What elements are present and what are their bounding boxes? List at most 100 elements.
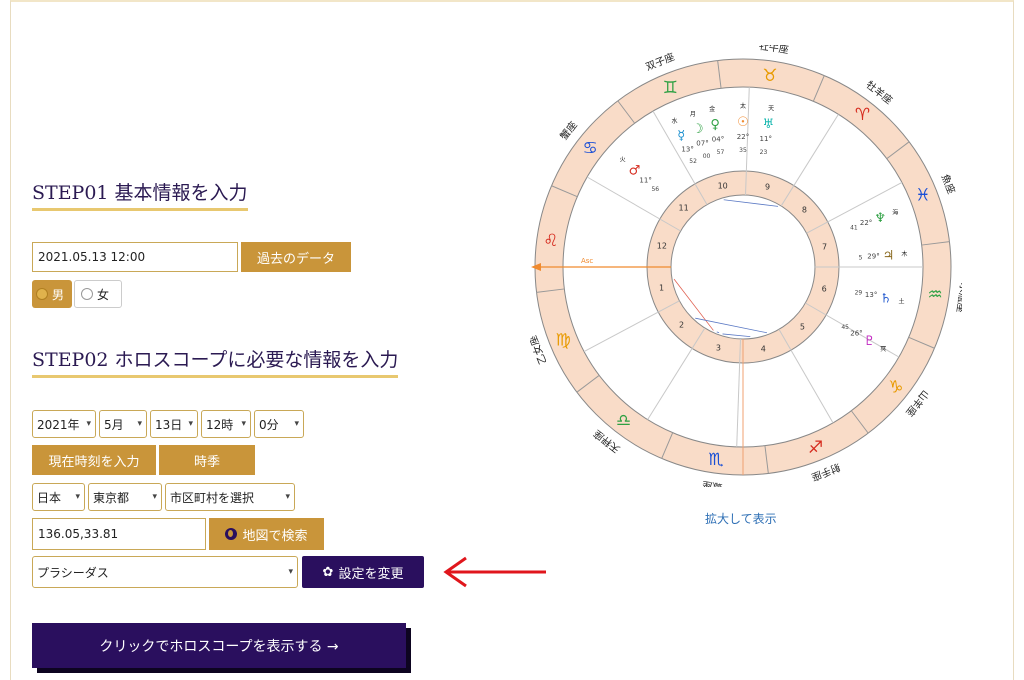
moon-icon: ☽ bbox=[692, 122, 704, 137]
settings-label: 設定を変更 bbox=[338, 566, 404, 582]
moon-minute: 00 bbox=[703, 153, 711, 160]
gender-female-radio[interactable]: 女 bbox=[74, 280, 122, 308]
show-horoscope-button[interactable]: クリックでホロスコープを表示する → bbox=[32, 623, 406, 668]
house-cusp bbox=[583, 300, 680, 352]
mercury-degree: 13° bbox=[681, 145, 693, 153]
mercury-minute: 52 bbox=[689, 158, 697, 165]
gender-male-radio[interactable]: 男 bbox=[32, 280, 72, 308]
house-number: 3 bbox=[716, 343, 721, 352]
hour-select[interactable]: 12時 ▾ bbox=[201, 410, 251, 438]
sign-name: 蠍座 bbox=[701, 479, 723, 487]
house-number: 2 bbox=[679, 320, 684, 329]
sign-divider bbox=[551, 185, 578, 198]
mercury-icon: ☿ bbox=[677, 129, 685, 144]
day-select[interactable]: 13日▾ bbox=[150, 410, 198, 438]
venus-icon: ♀ bbox=[710, 118, 720, 133]
year-select[interactable]: 2021年 ▾ bbox=[32, 410, 96, 438]
house-number: 4 bbox=[761, 345, 766, 354]
house-system-select[interactable]: プラシーダス▾ bbox=[32, 556, 298, 588]
house-cusp bbox=[736, 338, 741, 447]
uranus-minute: 23 bbox=[760, 149, 768, 156]
chevron-down-icon: ▾ bbox=[285, 492, 290, 502]
country-select[interactable]: 日本▾ bbox=[32, 483, 85, 511]
datetime-input[interactable] bbox=[32, 242, 238, 272]
mercury-kanji: 水 bbox=[672, 117, 678, 125]
sign-glyph-icon: ♒ bbox=[927, 285, 942, 305]
annotation-arrow-icon bbox=[443, 556, 546, 588]
past-data-button[interactable]: 過去のデータ bbox=[241, 242, 351, 272]
sign-glyph-icon: ♏ bbox=[708, 450, 723, 470]
current-time-button[interactable]: 現在時刻を入力 bbox=[32, 445, 156, 475]
house-system-value: プラシーダス bbox=[37, 565, 109, 580]
sun-kanji: 太 bbox=[740, 102, 746, 110]
jupiter-kanji: 木 bbox=[901, 250, 907, 258]
month-select[interactable]: 5月▾ bbox=[99, 410, 147, 438]
house-number: 8 bbox=[802, 206, 807, 215]
aspect-circle bbox=[670, 194, 816, 340]
chevron-down-icon: ▾ bbox=[86, 419, 91, 429]
venus-kanji: 金 bbox=[709, 105, 715, 113]
pluto-minute: 45 bbox=[841, 324, 849, 331]
house-number: 7 bbox=[822, 243, 827, 252]
house-cusp bbox=[806, 182, 903, 234]
uranus-icon: ♅ bbox=[763, 117, 775, 132]
sign-divider bbox=[764, 445, 769, 474]
house-number: 12 bbox=[657, 241, 667, 250]
venus-minute: 57 bbox=[717, 149, 725, 156]
mars-icon: ♂ bbox=[629, 163, 641, 178]
sign-name: 水瓶座 bbox=[954, 282, 962, 314]
sign-divider bbox=[921, 241, 950, 246]
radio-selected-icon bbox=[36, 288, 48, 300]
prefecture-value: 東京都 bbox=[93, 490, 130, 505]
aspect-line bbox=[722, 333, 751, 338]
saturn-icon: ♄ bbox=[880, 291, 892, 306]
sign-name: 双子座 bbox=[644, 50, 677, 73]
year-value: 2021年 bbox=[37, 417, 80, 432]
page-frame bbox=[10, 0, 1014, 680]
city-select[interactable]: 市区町村を選択▾ bbox=[165, 483, 295, 511]
house-number: 6 bbox=[822, 285, 827, 294]
enlarge-link[interactable]: 拡大して表示 bbox=[705, 512, 777, 526]
asc-label: Asc bbox=[581, 257, 593, 265]
map-search-label: 地図で検索 bbox=[242, 528, 308, 544]
house-cusp bbox=[647, 327, 706, 420]
moon-degree: 07° bbox=[696, 139, 708, 147]
aspect-line bbox=[723, 199, 779, 207]
minute-select[interactable]: 0分▾ bbox=[254, 410, 304, 438]
hour-value: 12時 bbox=[206, 417, 234, 432]
aspect-line bbox=[673, 278, 714, 331]
horoscope-chart[interactable]: ♉牡牛座♈牡羊座♓魚座♒水瓶座♑山羊座♐射手座♏蠍座♎天秤座♍乙女座♌獅子座♋蟹… bbox=[530, 45, 962, 487]
season-button[interactable]: 時季 bbox=[159, 445, 255, 475]
chevron-down-icon: ▾ bbox=[188, 419, 193, 429]
aspect-line bbox=[695, 317, 768, 334]
prefecture-select[interactable]: 東京都 ▾ bbox=[88, 483, 162, 511]
settings-button[interactable]: ✿ 設定を変更 bbox=[302, 556, 424, 588]
sign-divider bbox=[661, 432, 674, 459]
sign-name: 獅子座 bbox=[530, 220, 532, 252]
sign-divider bbox=[617, 100, 636, 124]
sign-name: 魚座 bbox=[939, 172, 959, 195]
moon-kanji: 月 bbox=[690, 111, 696, 118]
house-number: 1 bbox=[659, 283, 664, 292]
house-cusp bbox=[805, 302, 900, 358]
map-search-button[interactable]: 地図で検索 bbox=[209, 518, 324, 550]
mars-minute: 56 bbox=[651, 186, 659, 193]
sign-glyph-icon: ♍ bbox=[556, 331, 571, 351]
house-cusp bbox=[586, 176, 681, 232]
house-number: 5 bbox=[800, 322, 805, 331]
pluto-kanji: 冥 bbox=[880, 346, 886, 353]
neptune-icon: ♆ bbox=[874, 211, 886, 226]
aspect-line bbox=[716, 331, 720, 334]
chevron-down-icon: ▾ bbox=[241, 419, 246, 429]
sign-glyph-icon: ♌ bbox=[543, 231, 558, 251]
mars-kanji: 火 bbox=[620, 157, 626, 164]
neptune-minute: 41 bbox=[850, 225, 858, 232]
house-cusp bbox=[780, 114, 839, 207]
chevron-down-icon: ▾ bbox=[152, 492, 157, 502]
coordinates-input[interactable] bbox=[32, 518, 206, 550]
gender-female-label: 女 bbox=[97, 287, 110, 302]
jupiter-minute: 5 bbox=[859, 255, 863, 262]
sign-divider bbox=[717, 60, 722, 89]
sign-divider bbox=[576, 374, 600, 393]
sign-glyph-icon: ♐ bbox=[808, 438, 823, 458]
